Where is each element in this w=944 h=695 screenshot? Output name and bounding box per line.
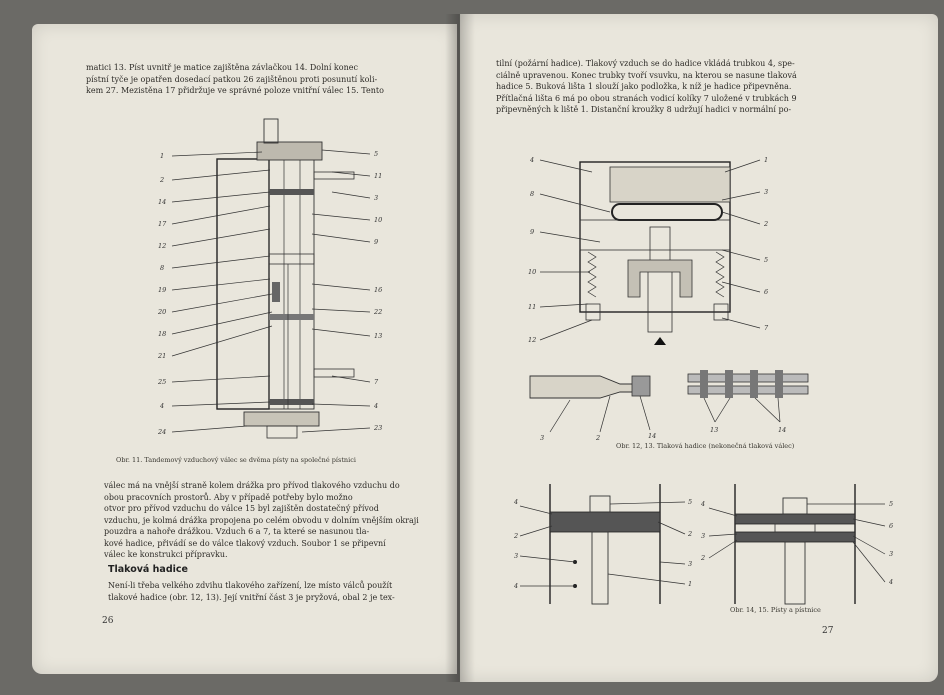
fig11-label-left: 21 [157, 352, 166, 360]
fig11-label-right: 10 [374, 216, 382, 224]
fig13-label: 14 [648, 432, 656, 440]
figure-14-piston-drawing: 4 2 3 4 5 2 3 1 [513, 484, 692, 605]
fig15-label-left: 2 [700, 554, 705, 562]
fig11-label-right: 4 [373, 402, 378, 410]
left-top-text: matici 13. Píst uvnitř je matice zajiště… [86, 62, 426, 97]
fig11-label-left: 17 [158, 220, 167, 228]
figure-12-13-caption: Obr. 12, 13. Tlaková hadice (nekonečná t… [616, 442, 795, 450]
fig15-label-left: 3 [701, 532, 705, 540]
fig11-label-right: 22 [373, 308, 382, 316]
left-body-text: válec má na vnější straně kolem drážka p… [104, 480, 424, 561]
fig11-label-right: 11 [374, 172, 382, 180]
fig12-label-right: 3 [764, 188, 768, 196]
text-line: obou pracovních prostorů. Aby v případě … [104, 492, 353, 502]
fig11-label-left: 20 [157, 308, 166, 316]
fig13-label: 3 [540, 434, 544, 442]
section-text: Není-li třeba velkého zdvihu tlakového z… [108, 580, 428, 603]
text-line: Není-li třeba velkého zdvihu tlakového z… [108, 581, 393, 590]
fig11-label-left: 2 [159, 176, 164, 184]
fig15-label-right: 6 [889, 522, 893, 530]
fig13-label: 14 [778, 426, 786, 434]
fig11-label-left: 1 [160, 152, 164, 160]
fig12-label-left: 9 [530, 228, 534, 236]
fig11-label-left: 18 [158, 330, 166, 338]
figure-13-hose-clamp-drawing: 3 2 14 13 14 [529, 370, 809, 442]
figure-11-cylinder-drawing: 1 2 14 17 12 8 19 20 18 21 25 4 24 5 11 … [157, 118, 382, 439]
fig14-label-left: 4 [513, 498, 518, 506]
fig12-label-right: 6 [764, 288, 768, 296]
fig14-label-right: 5 [688, 498, 692, 506]
fig14-label-right: 1 [688, 580, 692, 588]
fig14-label-right: 2 [687, 530, 692, 538]
figure-11-caption: Obr. 11. Tandemový vzduchový válec se dv… [116, 456, 356, 464]
fig11-label-left: 12 [158, 242, 166, 250]
figure-14-15-caption: Obr. 14, 15. Písty a pístnice [730, 606, 821, 614]
text-line: pouzdra a nahoře drážkou. Vzduch 6 a 7, … [104, 527, 370, 536]
figure-15-piston-drawing: 4 3 2 5 6 3 4 [700, 484, 893, 605]
section-heading: Tlaková hadice [108, 564, 188, 575]
text-line: otvor pro přívod vzduchu do válce 15 byl… [104, 504, 379, 513]
fig11-label-right: 9 [374, 238, 378, 246]
fig15-label-left: 4 [700, 500, 705, 508]
fig11-label-left: 4 [159, 402, 164, 410]
fig14-label-left: 4 [513, 582, 518, 590]
fig11-label-left: 24 [157, 428, 166, 436]
fig14-label-right: 3 [688, 560, 692, 568]
fig12-label-right: 5 [764, 256, 768, 264]
text-line: matici 13. Píst uvnitř je matice zajiště… [86, 63, 358, 72]
text-line: tlakové hadice (obr. 12, 13). Její vnitř… [108, 592, 395, 602]
figure-12-hose-drawing: 4 8 9 10 11 12 1 3 2 5 6 7 [528, 156, 769, 345]
book-spine [445, 14, 475, 682]
fig12-label-right: 7 [764, 324, 769, 332]
left-page: matici 13. Píst uvnitř je matice zajiště… [32, 24, 457, 674]
page-number-left: 26 [102, 616, 114, 626]
fig15-label-right: 5 [889, 500, 893, 508]
fig12-label-left: 12 [528, 336, 536, 344]
fig13-label: 2 [595, 434, 600, 442]
fig11-label-right: 23 [373, 424, 382, 432]
fig12-label-left: 10 [528, 268, 536, 276]
right-top-text: tilní (požární hadice). Tlakový vzduch s… [496, 58, 826, 116]
fig12-label-left: 8 [530, 190, 534, 198]
fig11-label-left: 25 [157, 378, 166, 386]
text-line: kem 27. Mezistěna 17 přidržuje ve správn… [86, 86, 384, 95]
fig12-label-right: 1 [764, 156, 768, 164]
fig11-label-left: 14 [158, 198, 166, 206]
fig14-label-left: 3 [514, 552, 518, 560]
fig15-label-right: 4 [888, 578, 893, 586]
fig11-label-right: 16 [374, 286, 382, 294]
text-line: válec má na vnější straně kolem drážka p… [104, 481, 400, 490]
fig11-label-left: 8 [160, 264, 164, 272]
fig11-label-right: 13 [374, 332, 382, 340]
text-line: hadice 5. Buková lišta 1 slouží jako pod… [496, 82, 792, 91]
text-line: vzduchu, je kolmá drážka propojena po ce… [104, 515, 419, 525]
text-line: válec ke konstrukci přípravku. [104, 550, 228, 559]
fig12-label-left: 4 [529, 156, 534, 164]
fig11-label-right: 3 [374, 194, 378, 202]
fig14-label-left: 2 [513, 532, 518, 540]
text-line: tilní (požární hadice). Tlakový vzduch s… [496, 59, 795, 68]
text-line: ciálně upravenou. Konec trubky tvoří vsu… [496, 70, 797, 80]
fig12-label-right: 2 [763, 220, 768, 228]
text-line: připevněných k liště 1. Distanční kroužk… [496, 105, 792, 114]
fig12-label-left: 11 [528, 303, 536, 311]
page-number-right: 27 [822, 626, 834, 636]
fig11-label-right: 5 [374, 150, 378, 158]
text-line: kové hadice, přivádí se do válce tlakový… [104, 538, 386, 548]
fig11-label-right: 7 [374, 378, 379, 386]
right-page: tilní (požární hadice). Tlakový vzduch s… [460, 14, 938, 682]
text-line: pístní tyče je opatřen dosedací patkou 2… [86, 74, 378, 84]
fig11-label-left: 19 [158, 286, 166, 294]
text-line: Přítlačná lišta 6 má po obou stranách vo… [496, 93, 797, 103]
fig15-label-right: 3 [889, 550, 893, 558]
fig13-label: 13 [710, 426, 718, 434]
